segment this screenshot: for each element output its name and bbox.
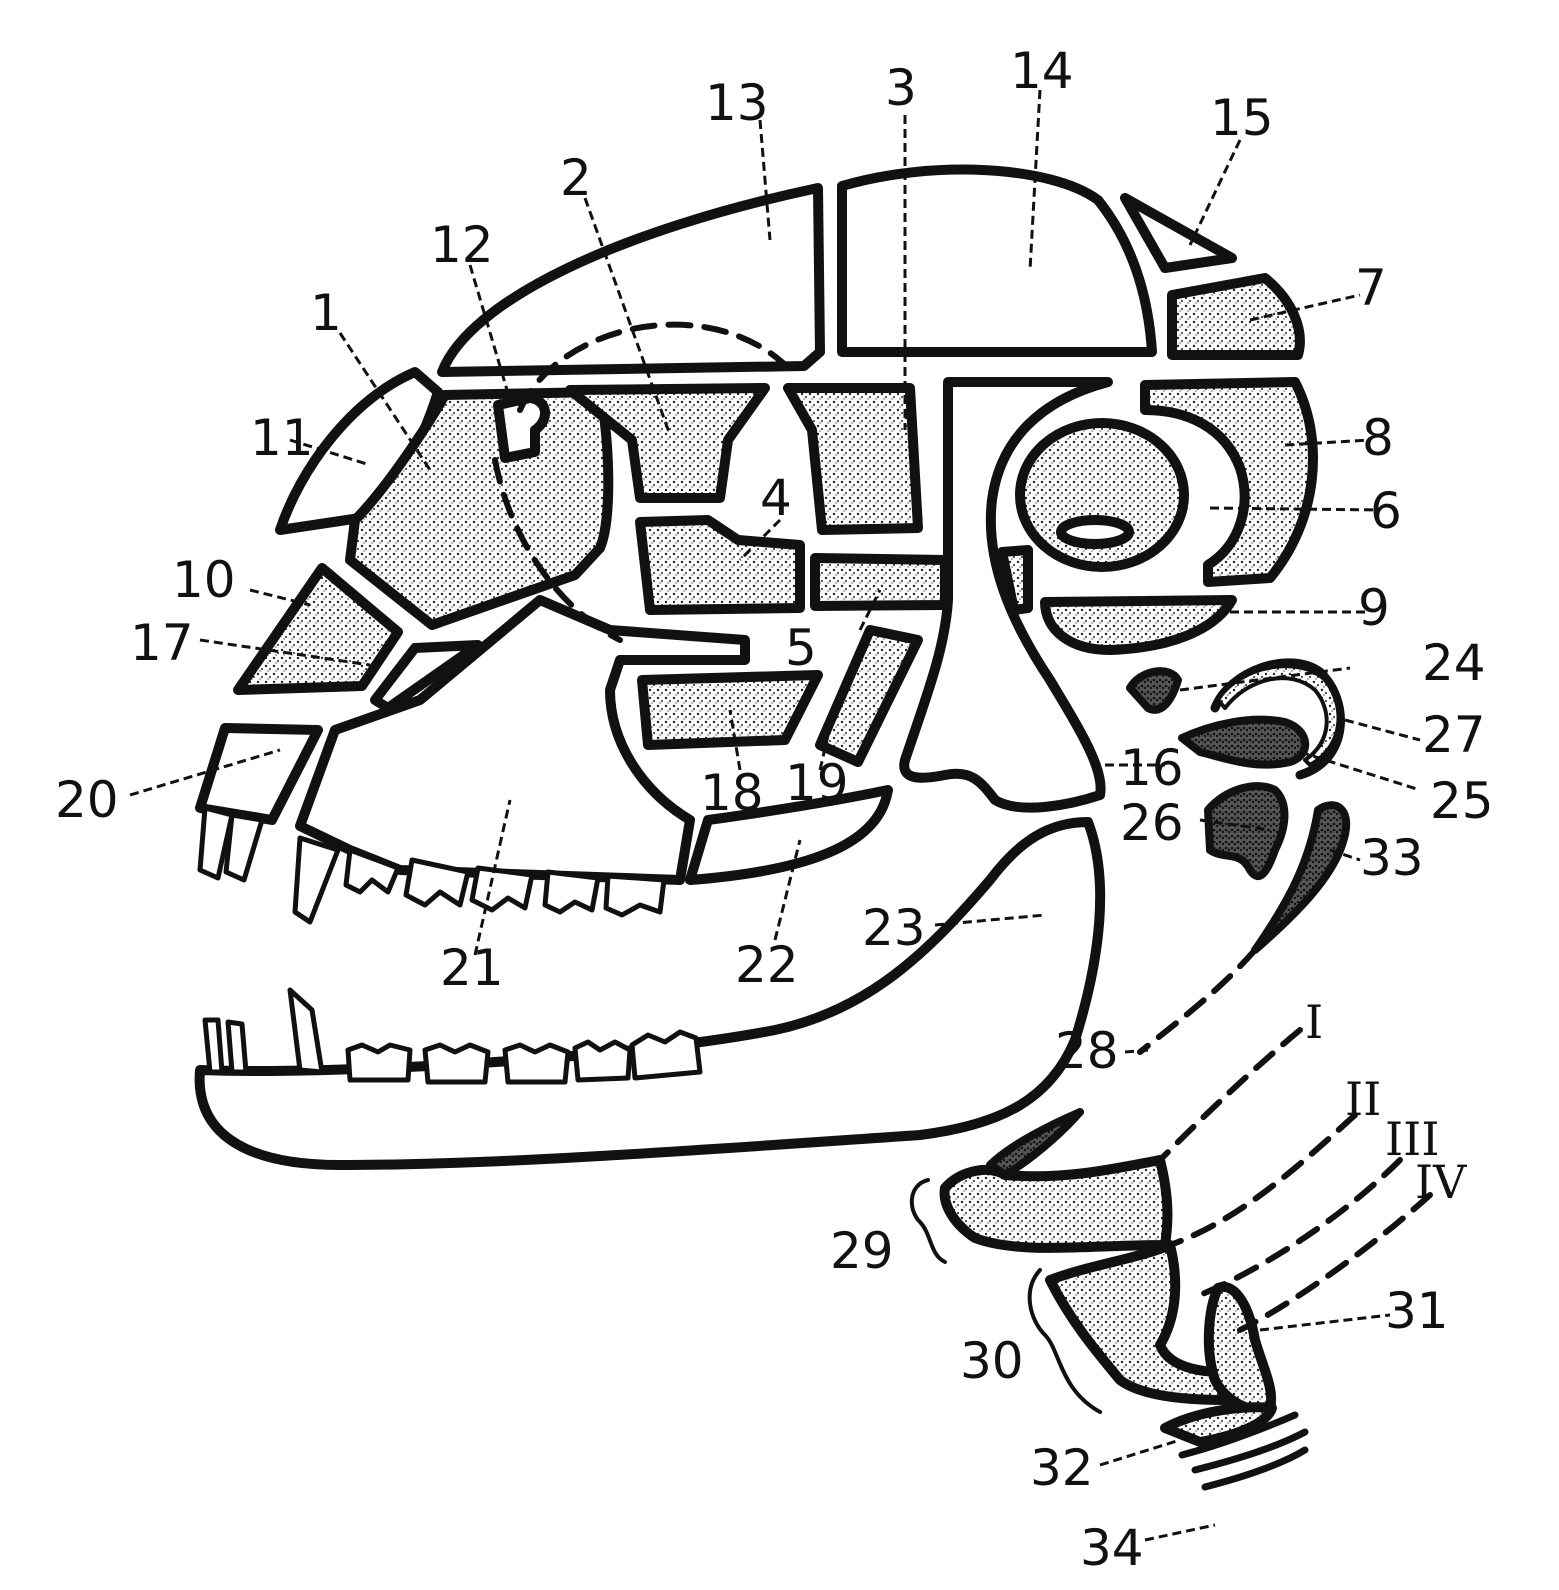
bone-5 [810, 553, 950, 611]
bone-25 [1178, 715, 1310, 769]
label-31: 31 [1385, 1282, 1449, 1340]
lower-teeth [202, 987, 703, 1085]
label-21: 21 [440, 939, 504, 997]
label-20: 20 [55, 771, 119, 829]
dashed-hyoid-28 [1137, 947, 1258, 1055]
bone-34-ring-2 [1191, 1428, 1309, 1474]
label-19: 19 [785, 754, 849, 812]
bone-7 [1167, 273, 1305, 360]
ossicle [1126, 667, 1182, 714]
label-10: 10 [172, 551, 236, 609]
dashed-arch-IV [1237, 1192, 1433, 1333]
dashed-arch-I [1157, 1027, 1303, 1163]
bone-10 [233, 563, 403, 695]
bone-12 [493, 393, 550, 463]
label-33: 33 [1360, 829, 1424, 887]
label-4: 4 [760, 469, 792, 527]
dashed-orbit-line [517, 321, 798, 413]
label-15: 15 [1210, 89, 1274, 147]
bone-8 [1140, 377, 1318, 587]
bone-20 [195, 723, 323, 825]
label-2: 2 [560, 149, 592, 207]
label-29: 29 [830, 1222, 894, 1280]
bracket-29 [909, 1178, 947, 1264]
dashed-arch-III [1197, 1157, 1403, 1298]
bone-21 [295, 595, 750, 885]
label-26: 26 [1120, 794, 1184, 852]
label-3: 3 [885, 59, 917, 117]
bone-14 [837, 164, 1157, 357]
label-12: 12 [430, 216, 494, 274]
bone-33 [1251, 801, 1351, 954]
label-13: 13 [705, 74, 769, 132]
label-27: 27 [1422, 706, 1486, 764]
label-24: 24 [1422, 634, 1486, 692]
arch-labels: I II III IV [1305, 995, 1467, 1209]
bone-28 [986, 1108, 1084, 1179]
bone-2 [565, 383, 770, 503]
label-5: 5 [785, 619, 817, 677]
bone-9 [1040, 595, 1237, 655]
bone-31 [1203, 1281, 1277, 1415]
bone-3 [783, 383, 923, 535]
bone-16 [899, 377, 1113, 813]
bone-6-opening [1056, 515, 1134, 549]
number-labels: 1 2 3 4 5 6 7 8 9 10 11 12 13 14 15 16 1… [55, 42, 1494, 1577]
bone-23 [194, 817, 1106, 1170]
label-25: 25 [1430, 772, 1494, 830]
label-8: 8 [1362, 409, 1394, 467]
label-1: 1 [310, 284, 342, 342]
bone-29 [939, 1155, 1173, 1253]
bone-19 [815, 625, 923, 767]
label-23: 23 [862, 899, 926, 957]
label-7: 7 [1355, 259, 1387, 317]
label-28: 28 [1055, 1022, 1119, 1080]
upper-teeth [197, 805, 667, 925]
bracket-30 [1027, 1268, 1102, 1414]
arch-label-I: I [1305, 995, 1323, 1049]
bone-15 [1120, 193, 1237, 273]
label-6: 6 [1370, 482, 1402, 540]
label-14: 14 [1010, 42, 1074, 100]
dashed-arch-II [1167, 1112, 1358, 1248]
label-9: 9 [1358, 579, 1390, 637]
label-32: 32 [1030, 1439, 1094, 1497]
arch-label-IV: IV [1415, 1155, 1467, 1209]
bone-34-ring-3 [1201, 1446, 1309, 1491]
bone-small-block [997, 545, 1033, 615]
dashed-orbit-line-lower [492, 457, 623, 643]
leader-lines [129, 89, 1421, 1542]
bone-32 [1160, 1402, 1277, 1447]
label-17: 17 [130, 614, 194, 672]
label-16: 16 [1120, 739, 1184, 797]
arch-label-II: II [1345, 1072, 1381, 1126]
bone-13 [437, 183, 825, 377]
label-34: 34 [1080, 1519, 1144, 1577]
label-22: 22 [735, 936, 799, 994]
bone-4 [635, 515, 805, 615]
arch-label-III: III [1385, 1112, 1440, 1166]
bone-34-ring-1 [1178, 1411, 1299, 1459]
label-18: 18 [700, 764, 764, 822]
bone-26 [1204, 782, 1289, 880]
label-11: 11 [250, 409, 314, 467]
label-30: 30 [960, 1332, 1024, 1390]
bone-17 [370, 640, 483, 713]
bone-22 [685, 785, 893, 885]
